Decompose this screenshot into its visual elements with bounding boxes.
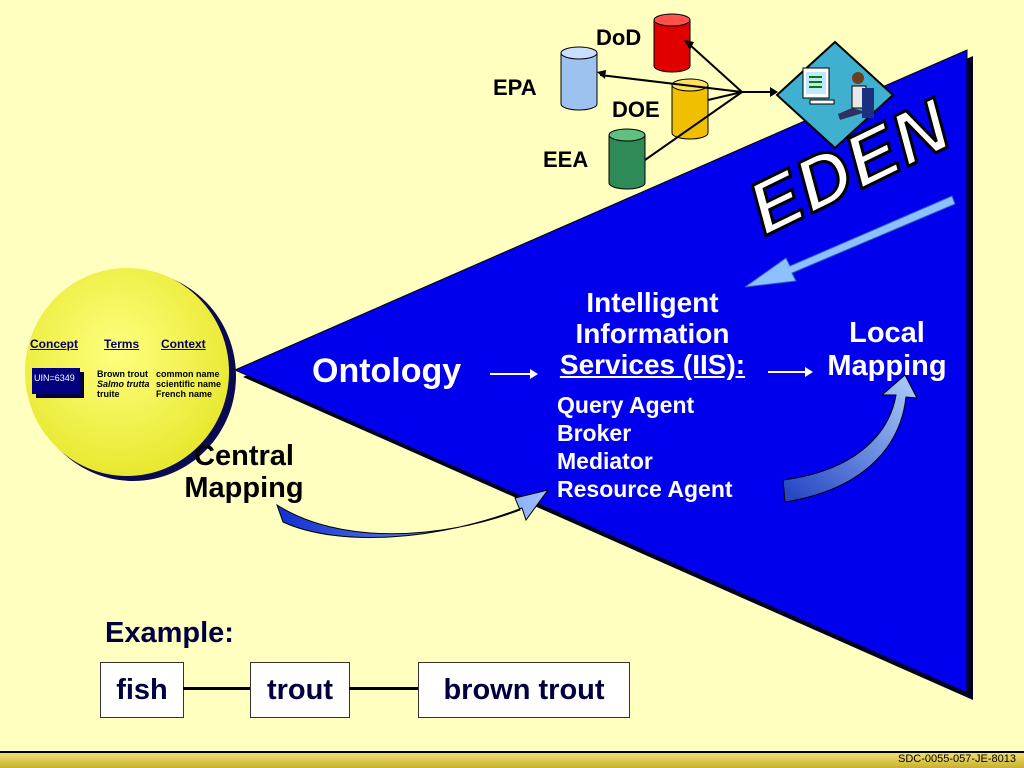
footer-code: SDC-0055-057-JE-8013 bbox=[897, 753, 1016, 765]
context-header: Context bbox=[161, 337, 206, 351]
db-epa bbox=[560, 46, 598, 111]
example-box-trout: trout bbox=[250, 662, 350, 718]
footer-bar: SDC-0055-057-JE-8013 bbox=[0, 751, 1024, 768]
concept-header: Concept bbox=[30, 337, 78, 351]
context-french-name: French name bbox=[156, 389, 213, 399]
example-box-brown-trout: brown trout bbox=[418, 662, 630, 718]
db-eea bbox=[608, 128, 646, 190]
local-mapping-line2: Mapping bbox=[827, 350, 947, 382]
iis-title-line2: Information bbox=[575, 318, 730, 349]
db-dod bbox=[653, 13, 691, 73]
example-link-1 bbox=[183, 687, 251, 690]
iis-item-mediator: Mediator bbox=[557, 448, 653, 474]
local-mapping-label: Local Mapping bbox=[808, 317, 966, 383]
iis-item-query-agent: Query Agent bbox=[557, 392, 695, 418]
db-connector-lines bbox=[599, 44, 770, 161]
local-mapping-arrow bbox=[782, 374, 918, 503]
terms-list: Brown trout Salmo trutta truite bbox=[97, 369, 150, 399]
concept-circle bbox=[25, 268, 229, 476]
context-list: common name scientific name French name bbox=[156, 369, 221, 399]
iis-title-line1: Intelligent bbox=[586, 287, 719, 318]
central-mapping-line2: Mapping bbox=[184, 472, 304, 504]
local-mapping-line1: Local bbox=[849, 317, 925, 349]
db-label-doe: DOE bbox=[612, 97, 660, 122]
eden-pointer-arrow bbox=[744, 195, 956, 288]
iis-title-line3: Services (IIS): bbox=[559, 349, 746, 380]
iis-items: Query Agent Broker Mediator Resource Age… bbox=[557, 391, 733, 503]
workstation-icon bbox=[775, 40, 895, 150]
term-truite: truite bbox=[97, 389, 120, 399]
db-label-epa: EPA bbox=[493, 75, 537, 100]
db-label-dod: DoD bbox=[596, 25, 642, 50]
db-label-eea: EEA bbox=[543, 147, 589, 172]
central-mapping-label: Central Mapping bbox=[168, 440, 320, 504]
example-link-2 bbox=[349, 687, 419, 690]
iis-item-broker: Broker bbox=[557, 420, 632, 446]
uin-label: UIN=6349 bbox=[34, 373, 75, 383]
context-scientific-name: scientific name bbox=[156, 379, 222, 389]
context-common-name: common name bbox=[156, 369, 220, 379]
example-title: Example: bbox=[105, 617, 234, 649]
db-doe bbox=[671, 78, 709, 140]
ontology-label: Ontology bbox=[312, 352, 462, 390]
iis-item-resource-agent: Resource Agent bbox=[557, 476, 733, 502]
central-mapping-line1: Central bbox=[194, 440, 294, 472]
eden-triangle bbox=[233, 49, 968, 694]
iis-title: Intelligent Information Services (IIS): bbox=[530, 287, 775, 380]
uin-box bbox=[32, 368, 80, 394]
example-box-fish: fish bbox=[100, 662, 184, 718]
term-salmo-trutta: Salmo trutta bbox=[97, 379, 150, 389]
term-brown-trout: Brown trout bbox=[97, 369, 148, 379]
terms-header: Terms bbox=[104, 337, 140, 351]
central-mapping-arrow bbox=[276, 489, 550, 538]
